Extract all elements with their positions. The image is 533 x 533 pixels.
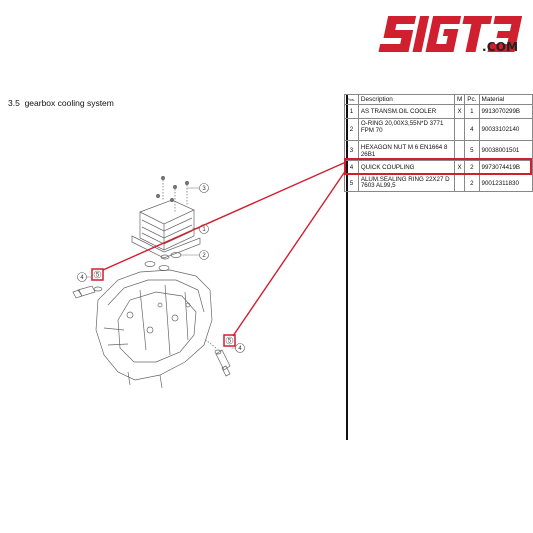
callout-3: 3 <box>199 183 209 193</box>
table-row[interactable]: 2 O-RING 20,00X3,55N*D 3771 FPM 70 4 900… <box>344 118 533 141</box>
table-divider <box>346 95 348 440</box>
cell-m: X <box>453 104 466 119</box>
section-title: 3.5 gearbox cooling system <box>8 98 114 108</box>
callout-4-right: 4 <box>235 343 245 353</box>
highlight-pointer-line <box>102 161 347 271</box>
col-header-pos: Pos. <box>344 94 359 105</box>
cell-pc: 2 <box>464 174 480 192</box>
callout-label: 2 <box>202 253 206 259</box>
callout-2: 2 <box>199 250 209 260</box>
col-header-description: Description <box>357 94 455 105</box>
section-title-text: gearbox cooling system <box>24 98 114 108</box>
callout-5-left-highlight[interactable]: 5 <box>91 268 104 281</box>
section-number: 3.5 <box>8 98 20 108</box>
col-header-material: Material <box>478 94 533 105</box>
cell-description: AS TRANSM.OIL COOLER <box>357 104 455 119</box>
col-header-m: M <box>453 94 466 105</box>
col-header-pc: Pc. <box>464 94 480 105</box>
callout-label: 3 <box>202 186 206 192</box>
cell-pos: 1 <box>344 104 359 119</box>
table-row-highlighted[interactable]: 5 ALUM.SEALING RING 22X27 D 7603 AL99,5 … <box>344 174 533 192</box>
cell-material: 9913070299B <box>478 104 533 119</box>
cell-description: ALUM.SEALING RING 22X27 D 7603 AL99,5 <box>357 174 455 192</box>
callout-label: 4 <box>238 346 242 352</box>
callout-label: 5 <box>96 273 100 279</box>
cell-m <box>453 118 466 141</box>
cell-pc: 4 <box>464 118 480 141</box>
logo-domain: .COM <box>482 40 519 54</box>
cell-pos: 5 <box>344 174 359 192</box>
cell-material: 90012311830 <box>478 174 533 192</box>
highlight-pointer-line <box>232 169 347 337</box>
cell-material: 90033102140 <box>478 118 533 141</box>
callout-label: 5 <box>228 339 232 345</box>
cell-pos: 2 <box>344 118 359 141</box>
table-row[interactable]: 1 AS TRANSM.OIL COOLER X 1 9913070299B <box>344 104 533 119</box>
row-highlight-box <box>344 158 532 175</box>
sigt3-logo <box>378 16 523 52</box>
parts-table: Pos. Description M Pc. Material 1 AS TRA… <box>344 94 533 192</box>
callout-5-right-highlight[interactable]: 5 <box>223 334 236 347</box>
callout-4-left: 4 <box>77 272 87 282</box>
callout-label: 1 <box>202 227 206 233</box>
cell-pc: 1 <box>464 104 480 119</box>
cell-m <box>453 174 466 192</box>
cell-description: O-RING 20,00X3,55N*D 3771 FPM 70 <box>357 118 455 141</box>
callout-label: 4 <box>80 275 84 281</box>
table-header-row: Pos. Description M Pc. Material <box>344 94 533 105</box>
